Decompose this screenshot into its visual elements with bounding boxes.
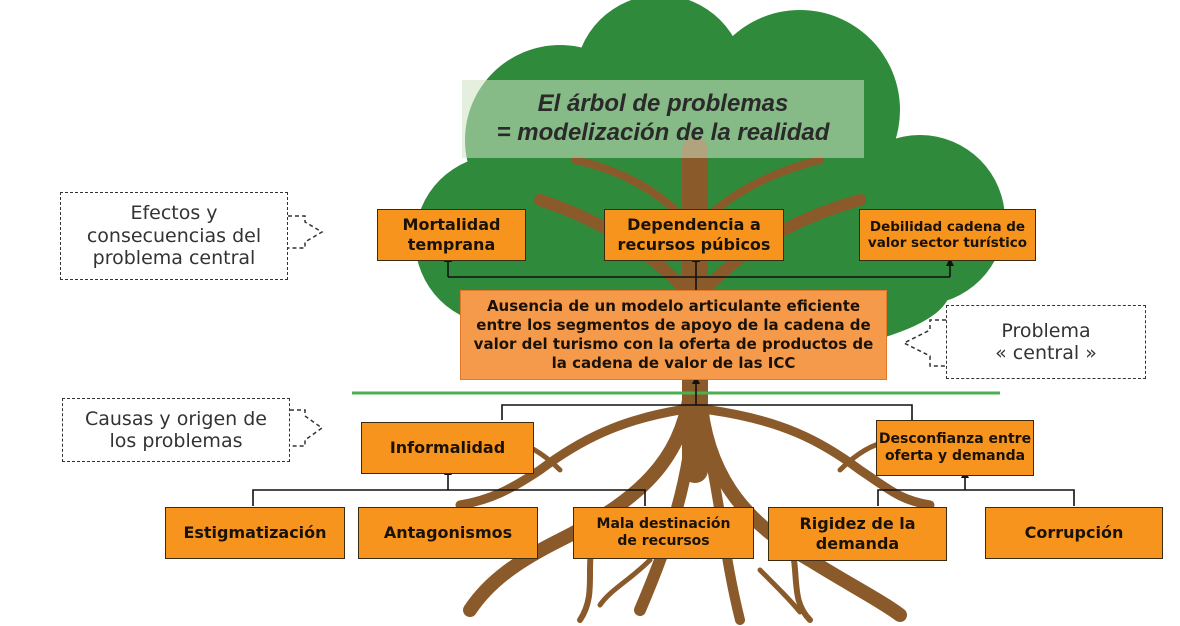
central-problem-label: Problema « central »	[946, 305, 1146, 379]
cause-box-antagonismos: Antagonismos	[358, 507, 538, 559]
effects-label: Efectos y consecuencias del problema cen…	[60, 192, 288, 280]
cause-box-rigidez: Rigidez de la demanda	[768, 507, 947, 561]
callout-arrows	[288, 215, 946, 447]
cause-box-informalidad: Informalidad	[361, 422, 534, 474]
diagram-title: El árbol de problemas = modelización de …	[462, 80, 864, 158]
effect-box-mortalidad: Mortalidad temprana	[377, 209, 526, 261]
cause-box-estigmatizacion: Estigmatización	[165, 507, 345, 559]
cause-box-desconfianza: Desconfianza entre oferta y demanda	[876, 420, 1034, 476]
central-problem-box: Ausencia de un modelo articulante eficie…	[460, 290, 887, 380]
title-line-2: = modelización de la realidad	[496, 119, 830, 146]
cause-box-corrupcion: Corrupción	[985, 507, 1163, 559]
cause-box-mala-destinacion: Mala destinación de recursos	[573, 507, 754, 559]
title-line-1: El árbol de problemas	[537, 90, 789, 118]
effect-box-dependencia: Dependencia a recursos púbicos	[604, 209, 784, 261]
causes-label: Causas y origen de los problemas	[62, 398, 290, 462]
effect-box-debilidad: Debilidad cadena de valor sector turísti…	[859, 209, 1036, 261]
connector-lines	[252, 262, 1075, 506]
